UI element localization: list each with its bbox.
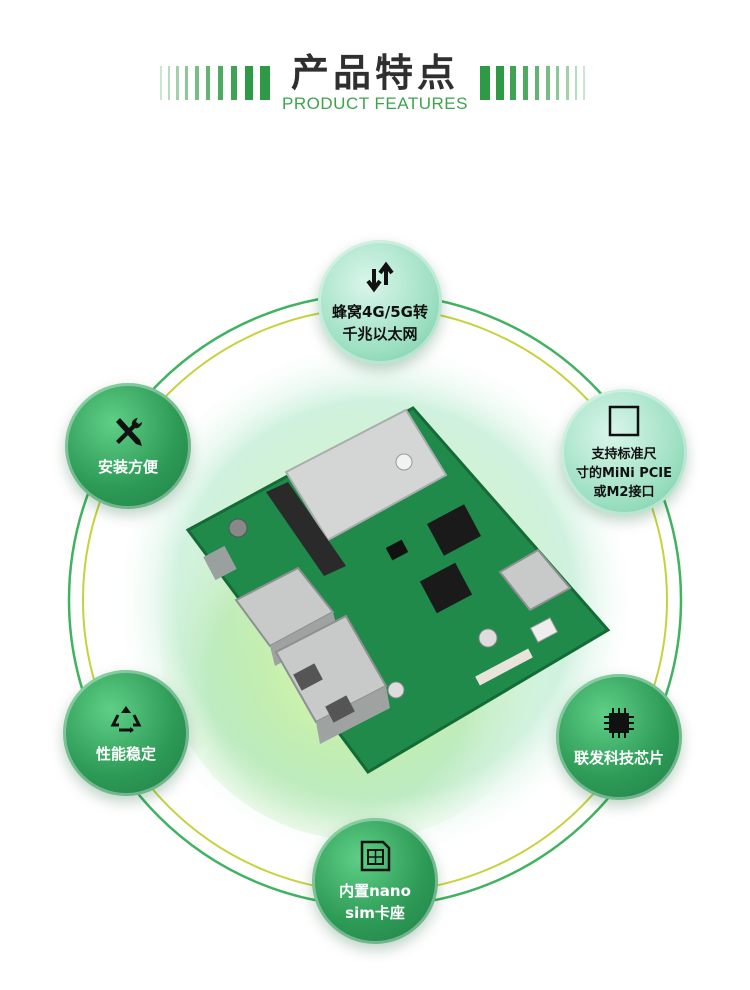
- feature-line: 内置nano: [339, 882, 411, 900]
- feature-line: sim卡座: [345, 904, 405, 922]
- feature-line: 蜂窝4G/5G转: [332, 303, 428, 321]
- right-stripe-decoration: [480, 66, 590, 100]
- feature-label: 蜂窝4G/5G转 千兆以太网: [325, 301, 435, 345]
- page-title: 产品特点: [290, 51, 459, 95]
- feature-line: 安装方便: [97, 458, 158, 476]
- feature-line: 或M2接口: [593, 484, 655, 500]
- square-icon: [608, 405, 640, 436]
- feature-nano-sim: 内置nano sim卡座: [312, 818, 438, 944]
- feature-line: 支持标准尺: [591, 446, 657, 462]
- sim-card-icon: [360, 840, 391, 872]
- feature-line: 寸的MiNi PCIE: [575, 465, 673, 481]
- feature-cellular-ethernet: 蜂窝4G/5G转 千兆以太网: [318, 240, 442, 364]
- swap-arrows-icon: [366, 261, 394, 293]
- page-subtitle: PRODUCT FEATURES: [282, 94, 468, 113]
- feature-line: 性能稳定: [95, 745, 156, 763]
- feature-line: 千兆以太网: [342, 325, 418, 343]
- header: 产品特点 PRODUCT FEATURES: [0, 0, 750, 130]
- feature-label: 性能稳定: [71, 743, 181, 765]
- feature-line: 联发科技芯片: [573, 749, 664, 767]
- feature-mediatek-chip: 联发科技芯片: [556, 674, 682, 800]
- left-stripe-decoration: [160, 66, 270, 100]
- feature-label: 支持标准尺 寸的MiNi PCIE 或M2接口: [569, 445, 679, 502]
- tools-icon: [116, 418, 142, 446]
- feature-stable-performance: 性能稳定: [63, 670, 189, 796]
- recycle-icon: [110, 706, 142, 733]
- router-board-image: [185, 406, 611, 774]
- feature-easy-install: 安装方便: [65, 383, 191, 509]
- feature-label: 联发科技芯片: [564, 747, 674, 769]
- feature-label: 内置nano sim卡座: [320, 880, 430, 924]
- feature-label: 安装方便: [73, 456, 183, 478]
- feature-pcie-m2: 支持标准尺 寸的MiNi PCIE 或M2接口: [561, 389, 687, 515]
- chip-icon: [604, 708, 634, 738]
